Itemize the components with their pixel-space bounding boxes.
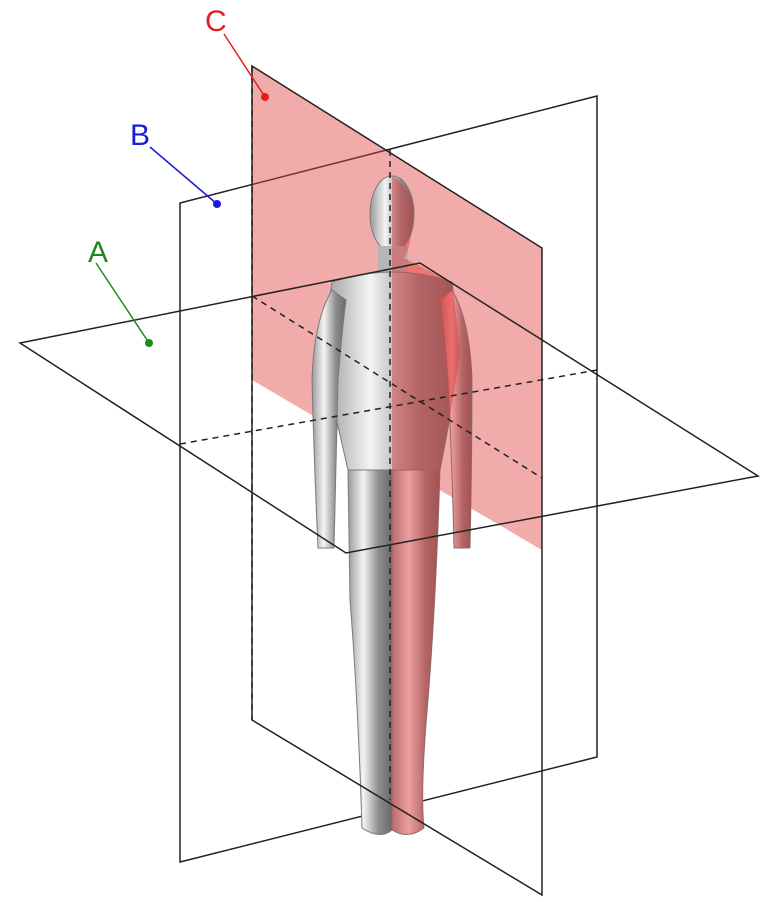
label-a-dot <box>145 339 153 347</box>
label-a-text: A <box>88 236 108 269</box>
label-c: C <box>205 5 269 101</box>
human-figure <box>311 175 473 835</box>
label-b: B <box>130 119 221 208</box>
label-c-dot <box>261 93 269 101</box>
label-b-text: B <box>130 119 150 152</box>
label-c-text: C <box>205 5 227 38</box>
intersection-line-red-green <box>251 295 543 479</box>
label-a: A <box>88 236 153 347</box>
label-b-dot <box>213 200 221 208</box>
intersection-line-blue-green <box>179 369 598 445</box>
plane-c-sagittal-front <box>251 64 543 897</box>
plane-a-transverse <box>18 262 760 554</box>
plane-b-coronal <box>179 95 598 863</box>
